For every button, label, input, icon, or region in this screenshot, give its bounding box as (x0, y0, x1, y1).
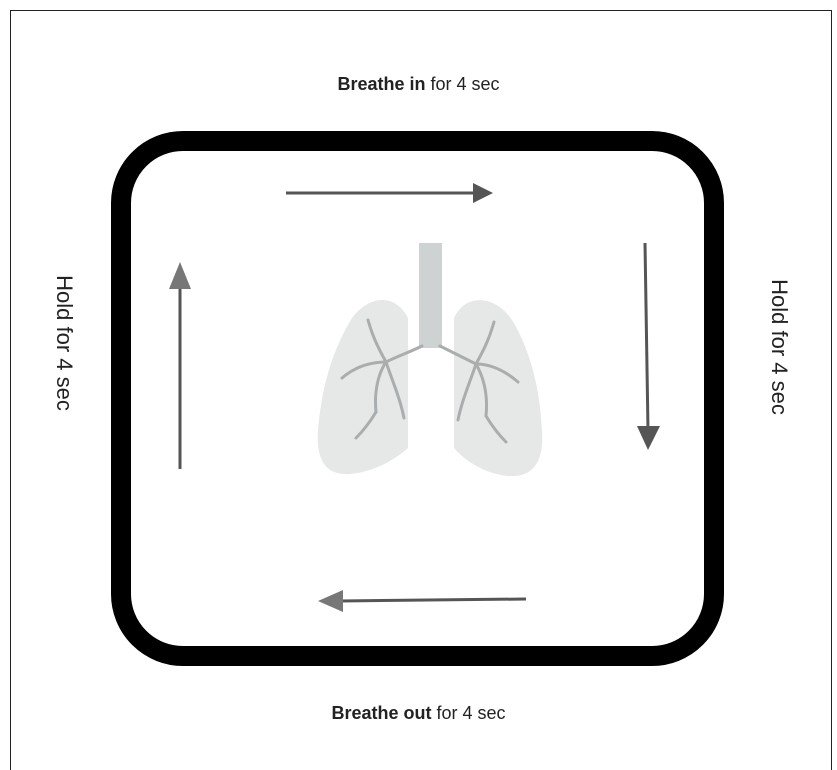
arrow-down (637, 243, 660, 450)
arrow-up (169, 262, 191, 469)
lungs-icon (318, 243, 543, 476)
arrow-right (286, 183, 493, 203)
breathing-box (121, 141, 714, 656)
arrow-left (318, 590, 526, 612)
